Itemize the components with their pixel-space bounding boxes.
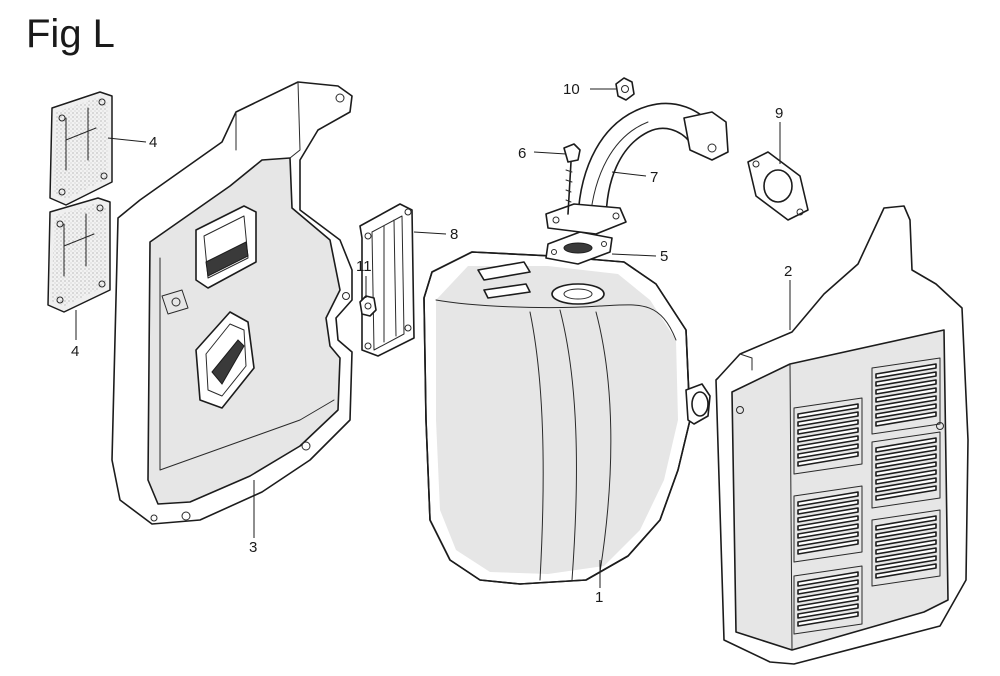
part-4-upper-plate bbox=[49, 91, 113, 206]
grille-slot bbox=[797, 539, 859, 555]
callout-4-lower: 4 bbox=[71, 343, 79, 360]
grille-slot bbox=[875, 403, 937, 419]
callout-4-upper: 4 bbox=[149, 134, 157, 151]
callout-9: 9 bbox=[775, 105, 783, 122]
grille-frame bbox=[793, 485, 863, 563]
grille-slot bbox=[875, 515, 937, 531]
grille-slot bbox=[797, 507, 859, 523]
grille-slot bbox=[797, 411, 859, 427]
grille-slot bbox=[797, 491, 859, 507]
callout-1: 1 bbox=[595, 589, 603, 606]
grille-slot bbox=[875, 437, 937, 453]
grille-slot bbox=[797, 499, 859, 515]
leader-lines bbox=[75, 88, 791, 588]
grille-slot bbox=[797, 571, 859, 587]
part-11-nut bbox=[359, 295, 377, 317]
callout-2: 2 bbox=[784, 263, 792, 280]
grille-slot bbox=[875, 453, 937, 469]
grille-slot bbox=[875, 555, 937, 571]
grille-slot bbox=[875, 563, 937, 579]
grille-slot bbox=[797, 451, 859, 467]
grille-slot bbox=[875, 477, 937, 493]
grille-slot bbox=[797, 587, 859, 603]
part-2-outer-cover bbox=[715, 205, 969, 665]
part-3-protector bbox=[111, 81, 353, 525]
grille-slot bbox=[875, 523, 937, 539]
part-9-gasket bbox=[747, 151, 809, 221]
grille-frame bbox=[793, 565, 863, 635]
grille-frame bbox=[871, 357, 941, 435]
grille-slot bbox=[875, 469, 937, 485]
grille-slot bbox=[797, 595, 859, 611]
callout-3: 3 bbox=[249, 539, 257, 556]
grille-slot bbox=[797, 443, 859, 459]
part-1-muffler bbox=[423, 251, 711, 585]
grille-slot bbox=[875, 395, 937, 411]
callout-10: 10 bbox=[563, 81, 580, 98]
grille-slot bbox=[875, 363, 937, 379]
part-5-gasket bbox=[545, 231, 613, 265]
part-6-bolt bbox=[563, 143, 581, 215]
grille-slot bbox=[875, 379, 937, 395]
grille-slot bbox=[797, 419, 859, 435]
callout-11: 11 bbox=[356, 258, 372, 275]
grille-slot bbox=[875, 387, 937, 403]
figure-title: Fig L bbox=[26, 12, 115, 56]
grille-frame bbox=[871, 509, 941, 587]
grille-slot bbox=[875, 547, 937, 563]
grille-slot bbox=[797, 523, 859, 539]
callout-7: 7 bbox=[650, 169, 658, 186]
part-10-nut bbox=[615, 77, 635, 101]
part-8-bracket bbox=[359, 203, 415, 357]
grille-slot bbox=[875, 531, 937, 547]
grille-slot bbox=[875, 539, 937, 555]
grille-slot bbox=[797, 435, 859, 451]
grille-frame bbox=[793, 397, 863, 475]
grille-slot bbox=[875, 445, 937, 461]
part-4-lower-plate bbox=[47, 197, 111, 313]
grille-slot bbox=[797, 603, 859, 619]
grille-slots bbox=[793, 357, 941, 635]
callout-6: 6 bbox=[518, 145, 526, 162]
grille-slot bbox=[797, 531, 859, 547]
grille-slot bbox=[797, 515, 859, 531]
part-7-exhaust-pipe bbox=[545, 102, 729, 235]
callout-8: 8 bbox=[450, 226, 458, 243]
grille-slot bbox=[797, 427, 859, 443]
grille-frame bbox=[871, 431, 941, 509]
grille-slot bbox=[875, 411, 937, 427]
grille-slot bbox=[875, 461, 937, 477]
grille-slot bbox=[797, 611, 859, 627]
callout-5: 5 bbox=[660, 248, 668, 265]
grille-slot bbox=[797, 579, 859, 595]
grille-slot bbox=[875, 485, 937, 501]
grille-slot bbox=[797, 403, 859, 419]
grille-slot bbox=[875, 371, 937, 387]
